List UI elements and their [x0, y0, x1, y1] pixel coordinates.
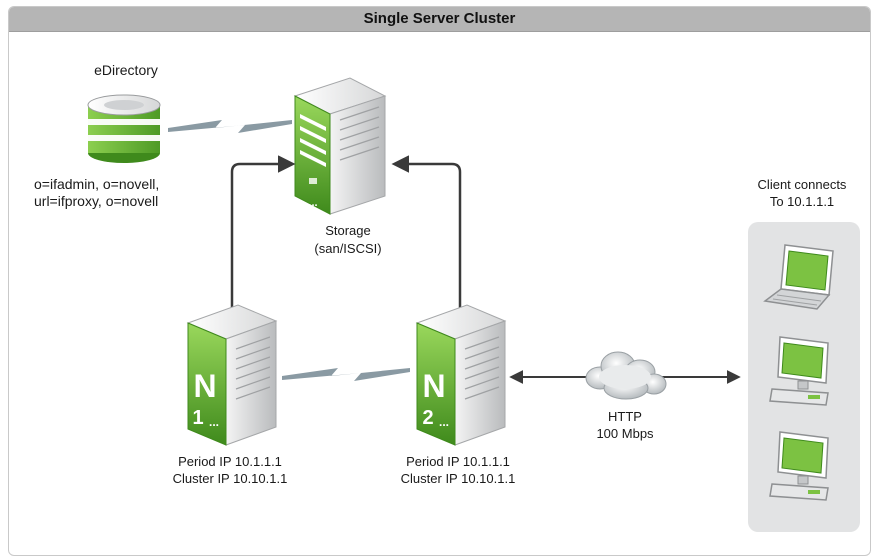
node1-letter: N [193, 368, 216, 404]
connector-node1-storage [230, 155, 296, 312]
storage-server-icon: ... [293, 77, 387, 215]
edirectory-context-line1: o=ifadmin, o=novell, [34, 176, 160, 192]
database-icon [87, 94, 161, 163]
node1-ip-line2: Cluster IP 10.10.1.1 [172, 471, 288, 486]
node1-server-icon [186, 304, 278, 446]
storage-label-line1: Storage [325, 223, 371, 238]
storage-label-line2: (san/ISCSI) [314, 241, 382, 256]
node2-server-icon [415, 304, 507, 446]
connector-node2-storage [391, 155, 462, 312]
http-protocol-label: HTTP [608, 409, 642, 424]
node2-dots: ... [439, 415, 449, 429]
edirectory-label: eDirectory [94, 62, 158, 78]
edirectory-context-line2: url=ifproxy, o=novell [34, 193, 159, 209]
clients-label-line1: Client connects [757, 177, 847, 192]
node2-ip-line2: Cluster IP 10.10.1.1 [400, 471, 516, 486]
laptop-icon [763, 244, 834, 310]
node2-letter: N [422, 368, 445, 404]
wan-link-node1-node2 [282, 368, 410, 381]
desktop-computer-icon [769, 336, 829, 406]
svg-text:...: ... [308, 197, 317, 209]
node1-ip-line1: Period IP 10.1.1.1 [178, 454, 282, 469]
cloud-icon [585, 351, 667, 400]
node1-dots: ... [209, 415, 219, 429]
desktop-computer-icon [769, 431, 829, 501]
clients-label-line2: To 10.1.1.1 [769, 194, 835, 209]
node1-number: 1 [192, 407, 203, 429]
http-speed-label: 100 Mbps [596, 426, 654, 441]
diagram-frame: Single Server Cluster [8, 6, 871, 556]
wan-link-edirectory-storage [168, 120, 292, 133]
diagram-title: Single Server Cluster [9, 7, 870, 32]
node2-number: 2 [422, 407, 433, 429]
node2-ip-line1: Period IP 10.1.1.1 [406, 454, 510, 469]
